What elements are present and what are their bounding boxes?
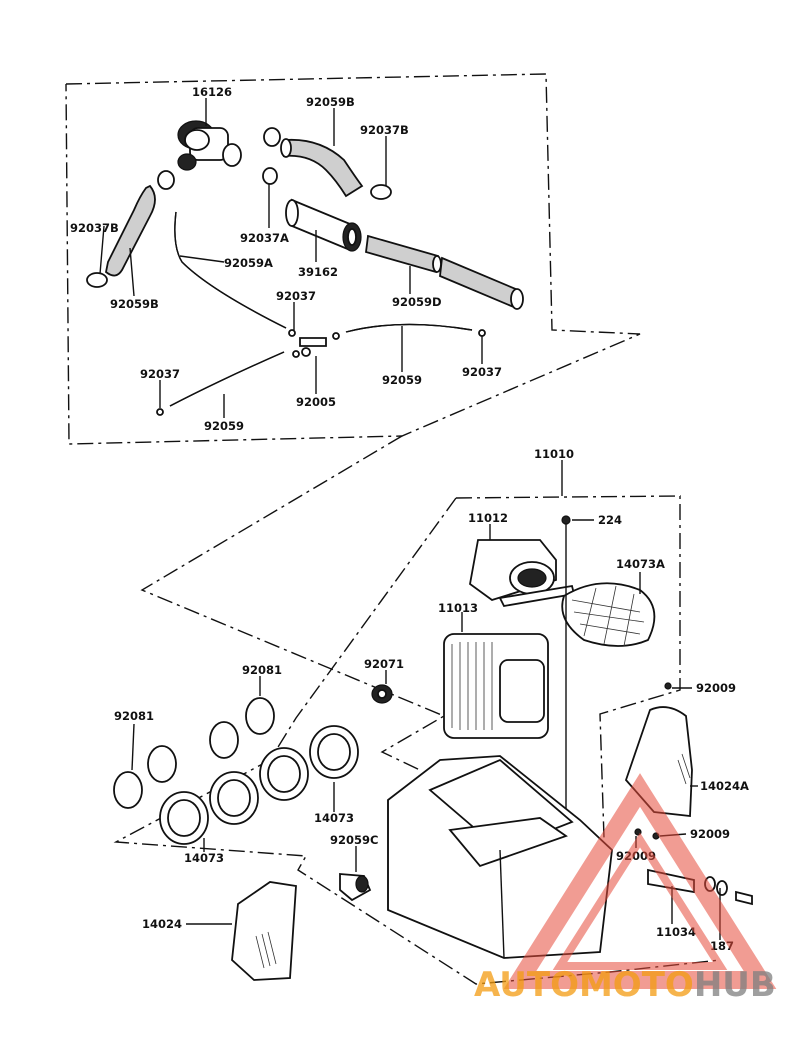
label-92037-left: 92037	[140, 367, 180, 381]
label-16126: 16126	[192, 85, 232, 99]
leader-lines-upper	[99, 98, 483, 418]
part-224	[561, 515, 571, 830]
part-92059B-top	[280, 138, 364, 198]
label-11012: 11012	[468, 511, 508, 525]
small-clamps	[156, 329, 486, 416]
label-92081-left: 92081	[114, 709, 154, 723]
label-14073A: 14073A	[616, 557, 665, 571]
part-92059B-left	[105, 184, 156, 277]
label-92059A: 92059A	[224, 256, 273, 270]
part-92059D	[365, 234, 524, 310]
label-92037B-top: 92037B	[360, 123, 409, 137]
label-92059B-left: 92059B	[110, 297, 159, 311]
label-92005: 92005	[296, 395, 336, 409]
label-92059D: 92059D	[392, 295, 442, 309]
label-14073-left: 14073	[184, 851, 224, 865]
part-92081-rings	[113, 697, 275, 809]
part-11013	[443, 633, 549, 739]
part-39162	[285, 198, 362, 252]
part-14073A	[561, 582, 656, 647]
part-16126	[177, 120, 242, 171]
label-92059B-top: 92059B	[306, 95, 355, 109]
part-92059-lower	[169, 323, 473, 407]
part-92005	[292, 332, 340, 358]
clamps-top	[86, 127, 392, 288]
label-14024A: 14024A	[700, 779, 749, 793]
part-92071	[371, 684, 393, 704]
label-92037-mid: 92037	[276, 289, 316, 303]
label-14024: 14024	[142, 917, 182, 931]
part-92059A	[174, 211, 287, 329]
label-92009-right: 92009	[690, 827, 730, 841]
part-11012	[469, 539, 576, 607]
leader-lines-lower	[131, 460, 721, 940]
label-14073-mid: 14073	[314, 811, 354, 825]
label-11013: 11013	[438, 601, 478, 615]
label-39162: 39162	[298, 265, 338, 279]
watermark-logo	[503, 773, 777, 989]
label-224: 224	[598, 513, 622, 527]
svg-text:AUTOMOTOHUB: AUTOMOTOHUB	[474, 965, 776, 1005]
part-92059C	[339, 873, 372, 902]
label-92071: 92071	[364, 657, 404, 671]
part-11010-housing	[387, 755, 613, 959]
label-11034: 11034	[656, 925, 696, 939]
label-92037A: 92037A	[240, 231, 289, 245]
part-labels: 16126 92059B 92037B 92037B 92037A 92059A…	[70, 85, 749, 953]
upper-group-outline	[65, 73, 641, 771]
label-92059-right: 92059	[382, 373, 422, 387]
watermark-part1: AUTOMOTO	[474, 965, 694, 1005]
lower-group-outline	[113, 495, 721, 985]
label-92059-left: 92059	[204, 419, 244, 433]
part-14073-boots	[159, 725, 359, 845]
watermark-triangle	[503, 773, 777, 989]
label-92009-top: 92009	[696, 681, 736, 695]
label-92081-top: 92081	[242, 663, 282, 677]
watermark-text: AUTOMOTOHUB	[474, 965, 776, 1005]
label-92037-right: 92037	[462, 365, 502, 379]
label-92037B-left: 92037B	[70, 221, 119, 235]
watermark-part2: HUB	[694, 965, 776, 1005]
label-92059C: 92059C	[330, 833, 378, 847]
part-14024	[231, 881, 297, 981]
label-11010: 11010	[534, 447, 574, 461]
